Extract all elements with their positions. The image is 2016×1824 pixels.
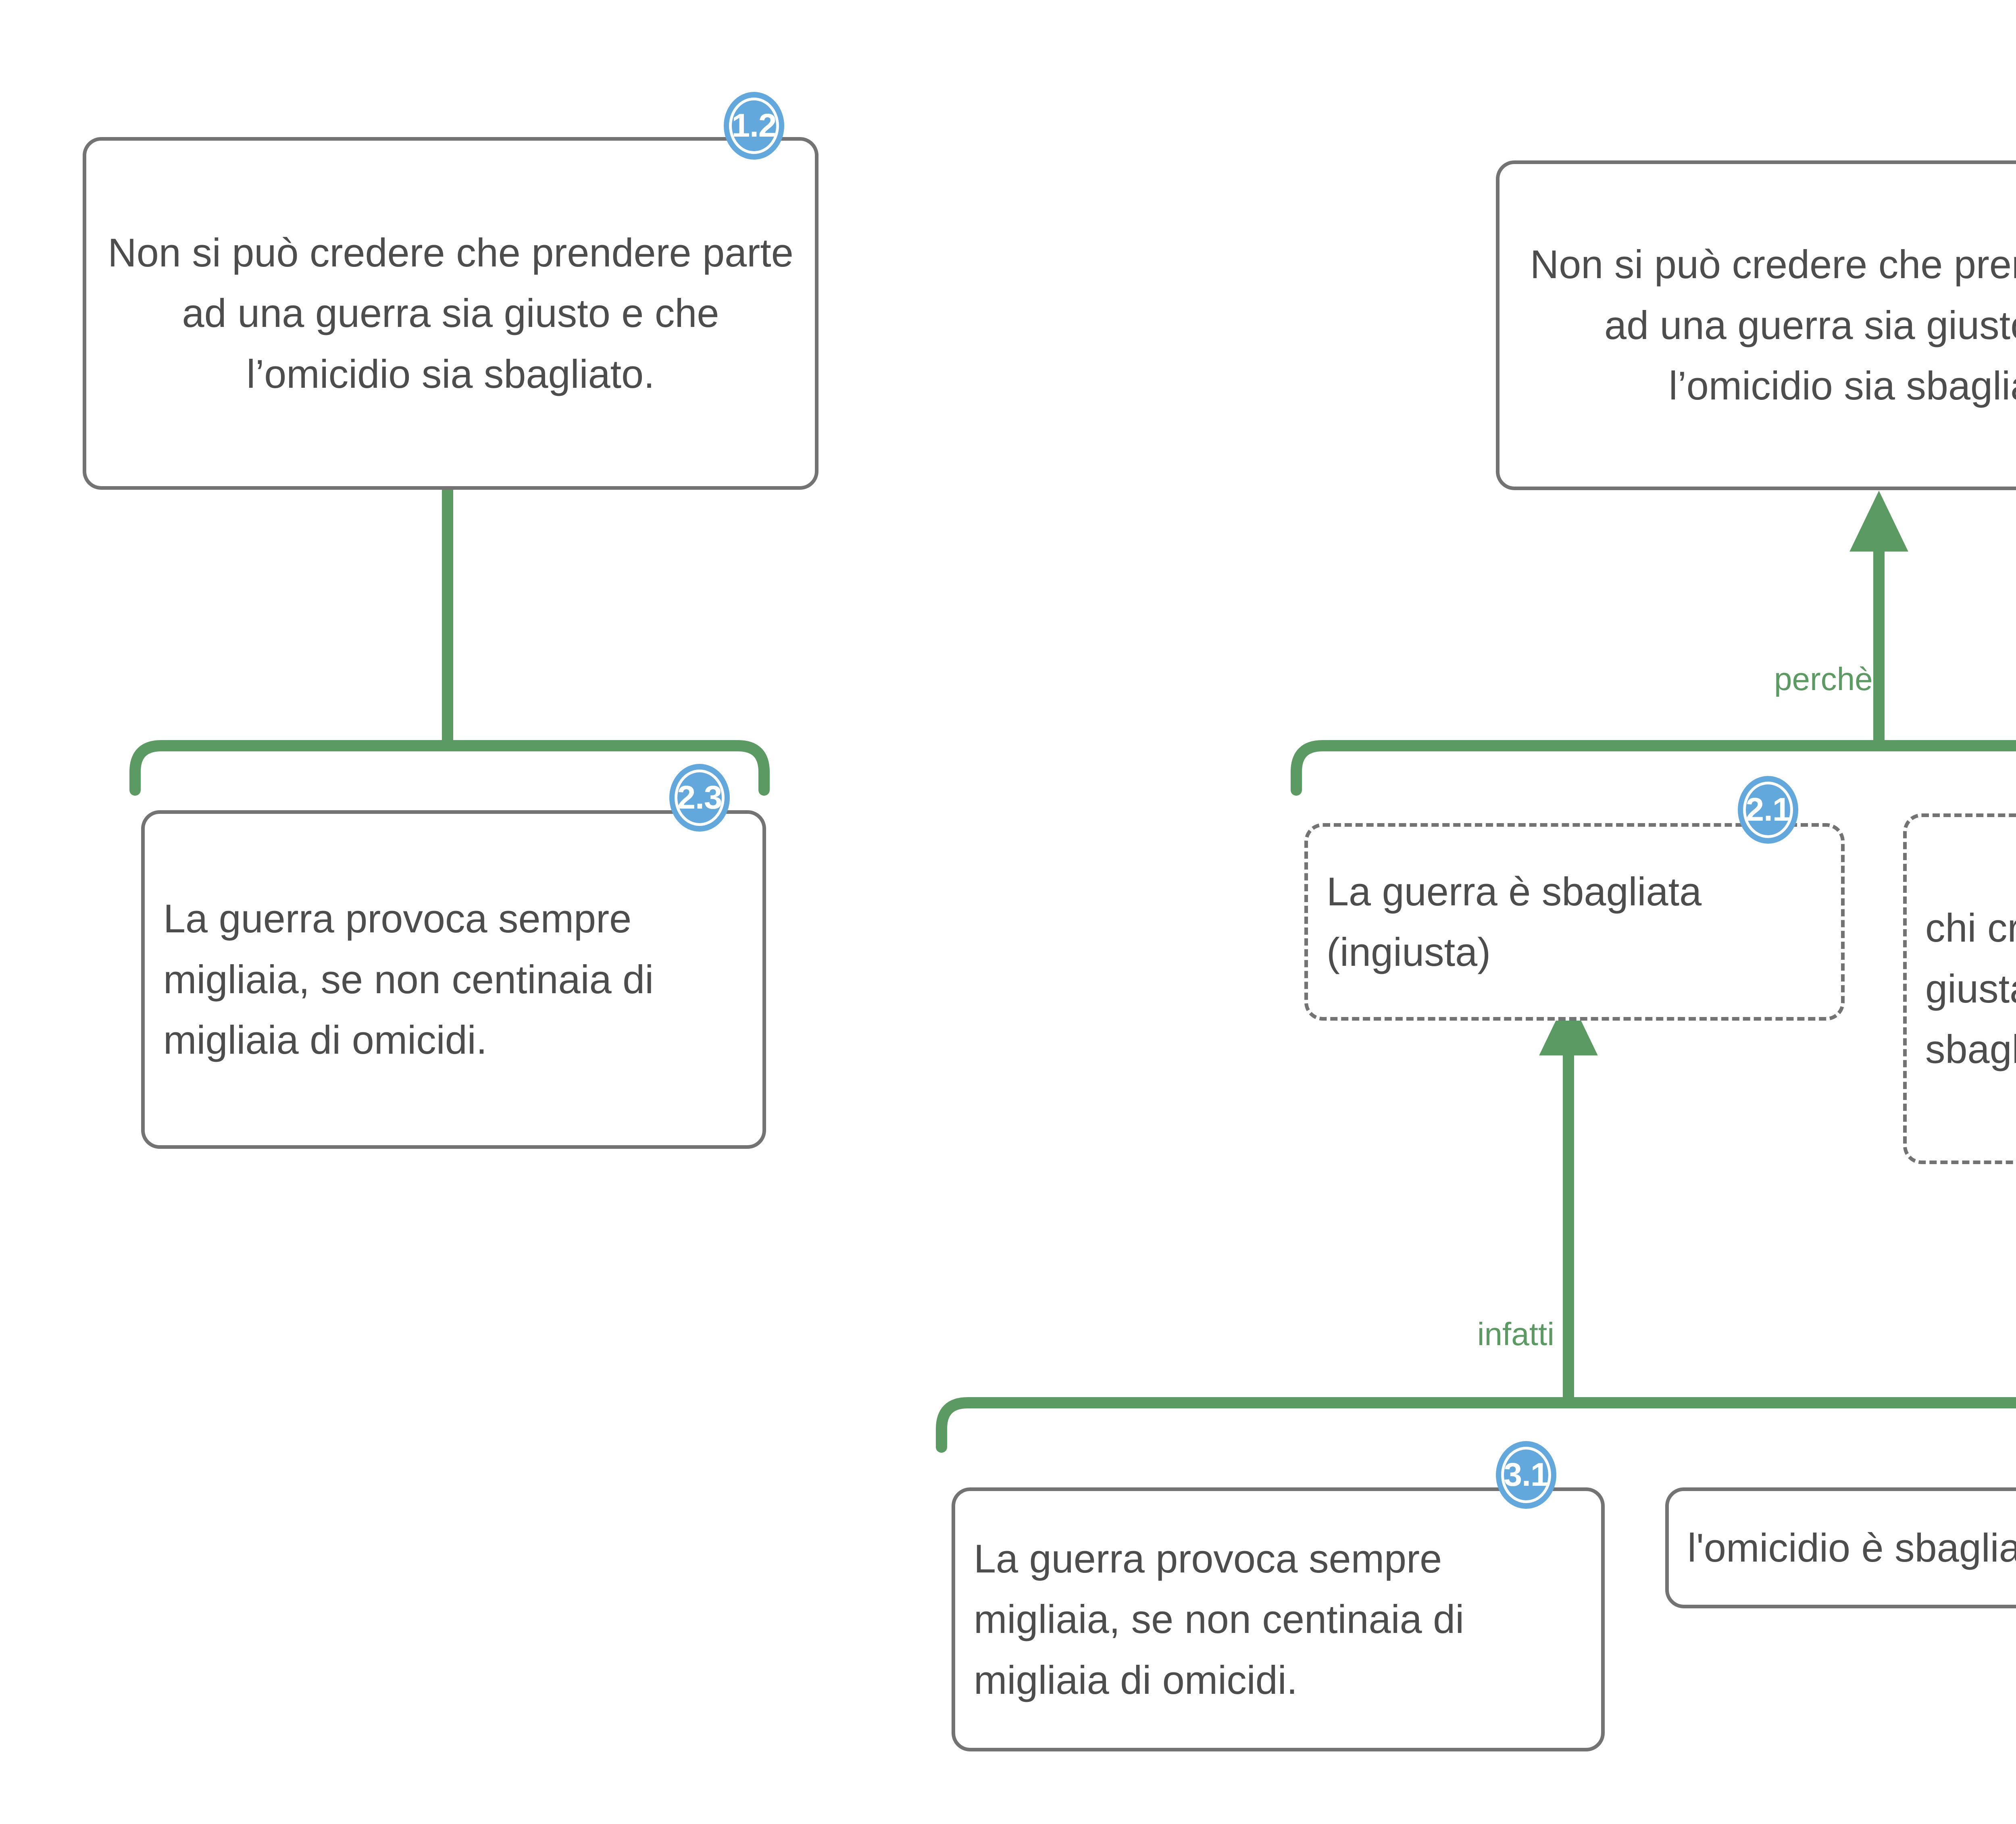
connector-bracket-level3 [936,1397,2016,1453]
argument-node-2-3[interactable]: La guerra provoca sempre migliaia, se no… [141,810,766,1149]
node-badge-2-3[interactable]: 2.3 [669,764,730,832]
node-badge-2-3-label: 2.3 [677,779,723,816]
edge-label-infatti: infatti [1477,1316,1554,1352]
argument-node-2-1-text: La guerra è sbagliata (ingiusta) [1327,869,1702,974]
argument-node-2-2[interactable]: chi crede che la guerra è giusta e l'omi… [1903,813,2016,1164]
argument-node-3-2-text: l'omicidio è sbagliato [1687,1525,2016,1570]
node-badge-2-1[interactable]: 2.1 [1738,776,1798,844]
edge-label-perche: perchè [1774,661,1873,697]
argument-node-2-3-text: La guerra provoca sempre migliaia, se no… [163,896,654,1063]
argument-node-2-2-text: chi crede che la guerra è giusta e l'omi… [1925,905,2016,1072]
argument-node-3-1[interactable]: La guerra provoca sempre migliaia, se no… [952,1487,1605,1751]
node-badge-1-2[interactable]: 1.2 [724,92,784,160]
node-badge-3-1-label: 3.1 [1504,1456,1549,1493]
argument-node-1-1[interactable]: Non si può credere che prendere parte ad… [1496,160,2016,490]
argument-node-3-1-text: La guerra provoca sempre migliaia, se no… [974,1536,1464,1702]
argument-node-2-1[interactable]: La guerra è sbagliata (ingiusta) [1304,823,1845,1021]
connector-bracket-level2 [1291,740,2016,796]
argument-node-1-2-text: Non si può credere che prendere parte ad… [108,230,793,396]
node-badge-1-2-label: 1.2 [731,107,777,144]
argument-node-1-2[interactable]: Non si può credere che prendere parte ad… [83,137,818,490]
connector-bracket-left [129,740,770,796]
argument-node-3-2[interactable]: l'omicidio è sbagliato [1665,1487,2016,1608]
node-badge-3-1[interactable]: 3.1 [1496,1441,1556,1509]
node-badge-2-1-label: 2.1 [1745,791,1791,828]
argument-node-1-1-text: Non si può credere che prendere parte ad… [1530,242,2016,408]
